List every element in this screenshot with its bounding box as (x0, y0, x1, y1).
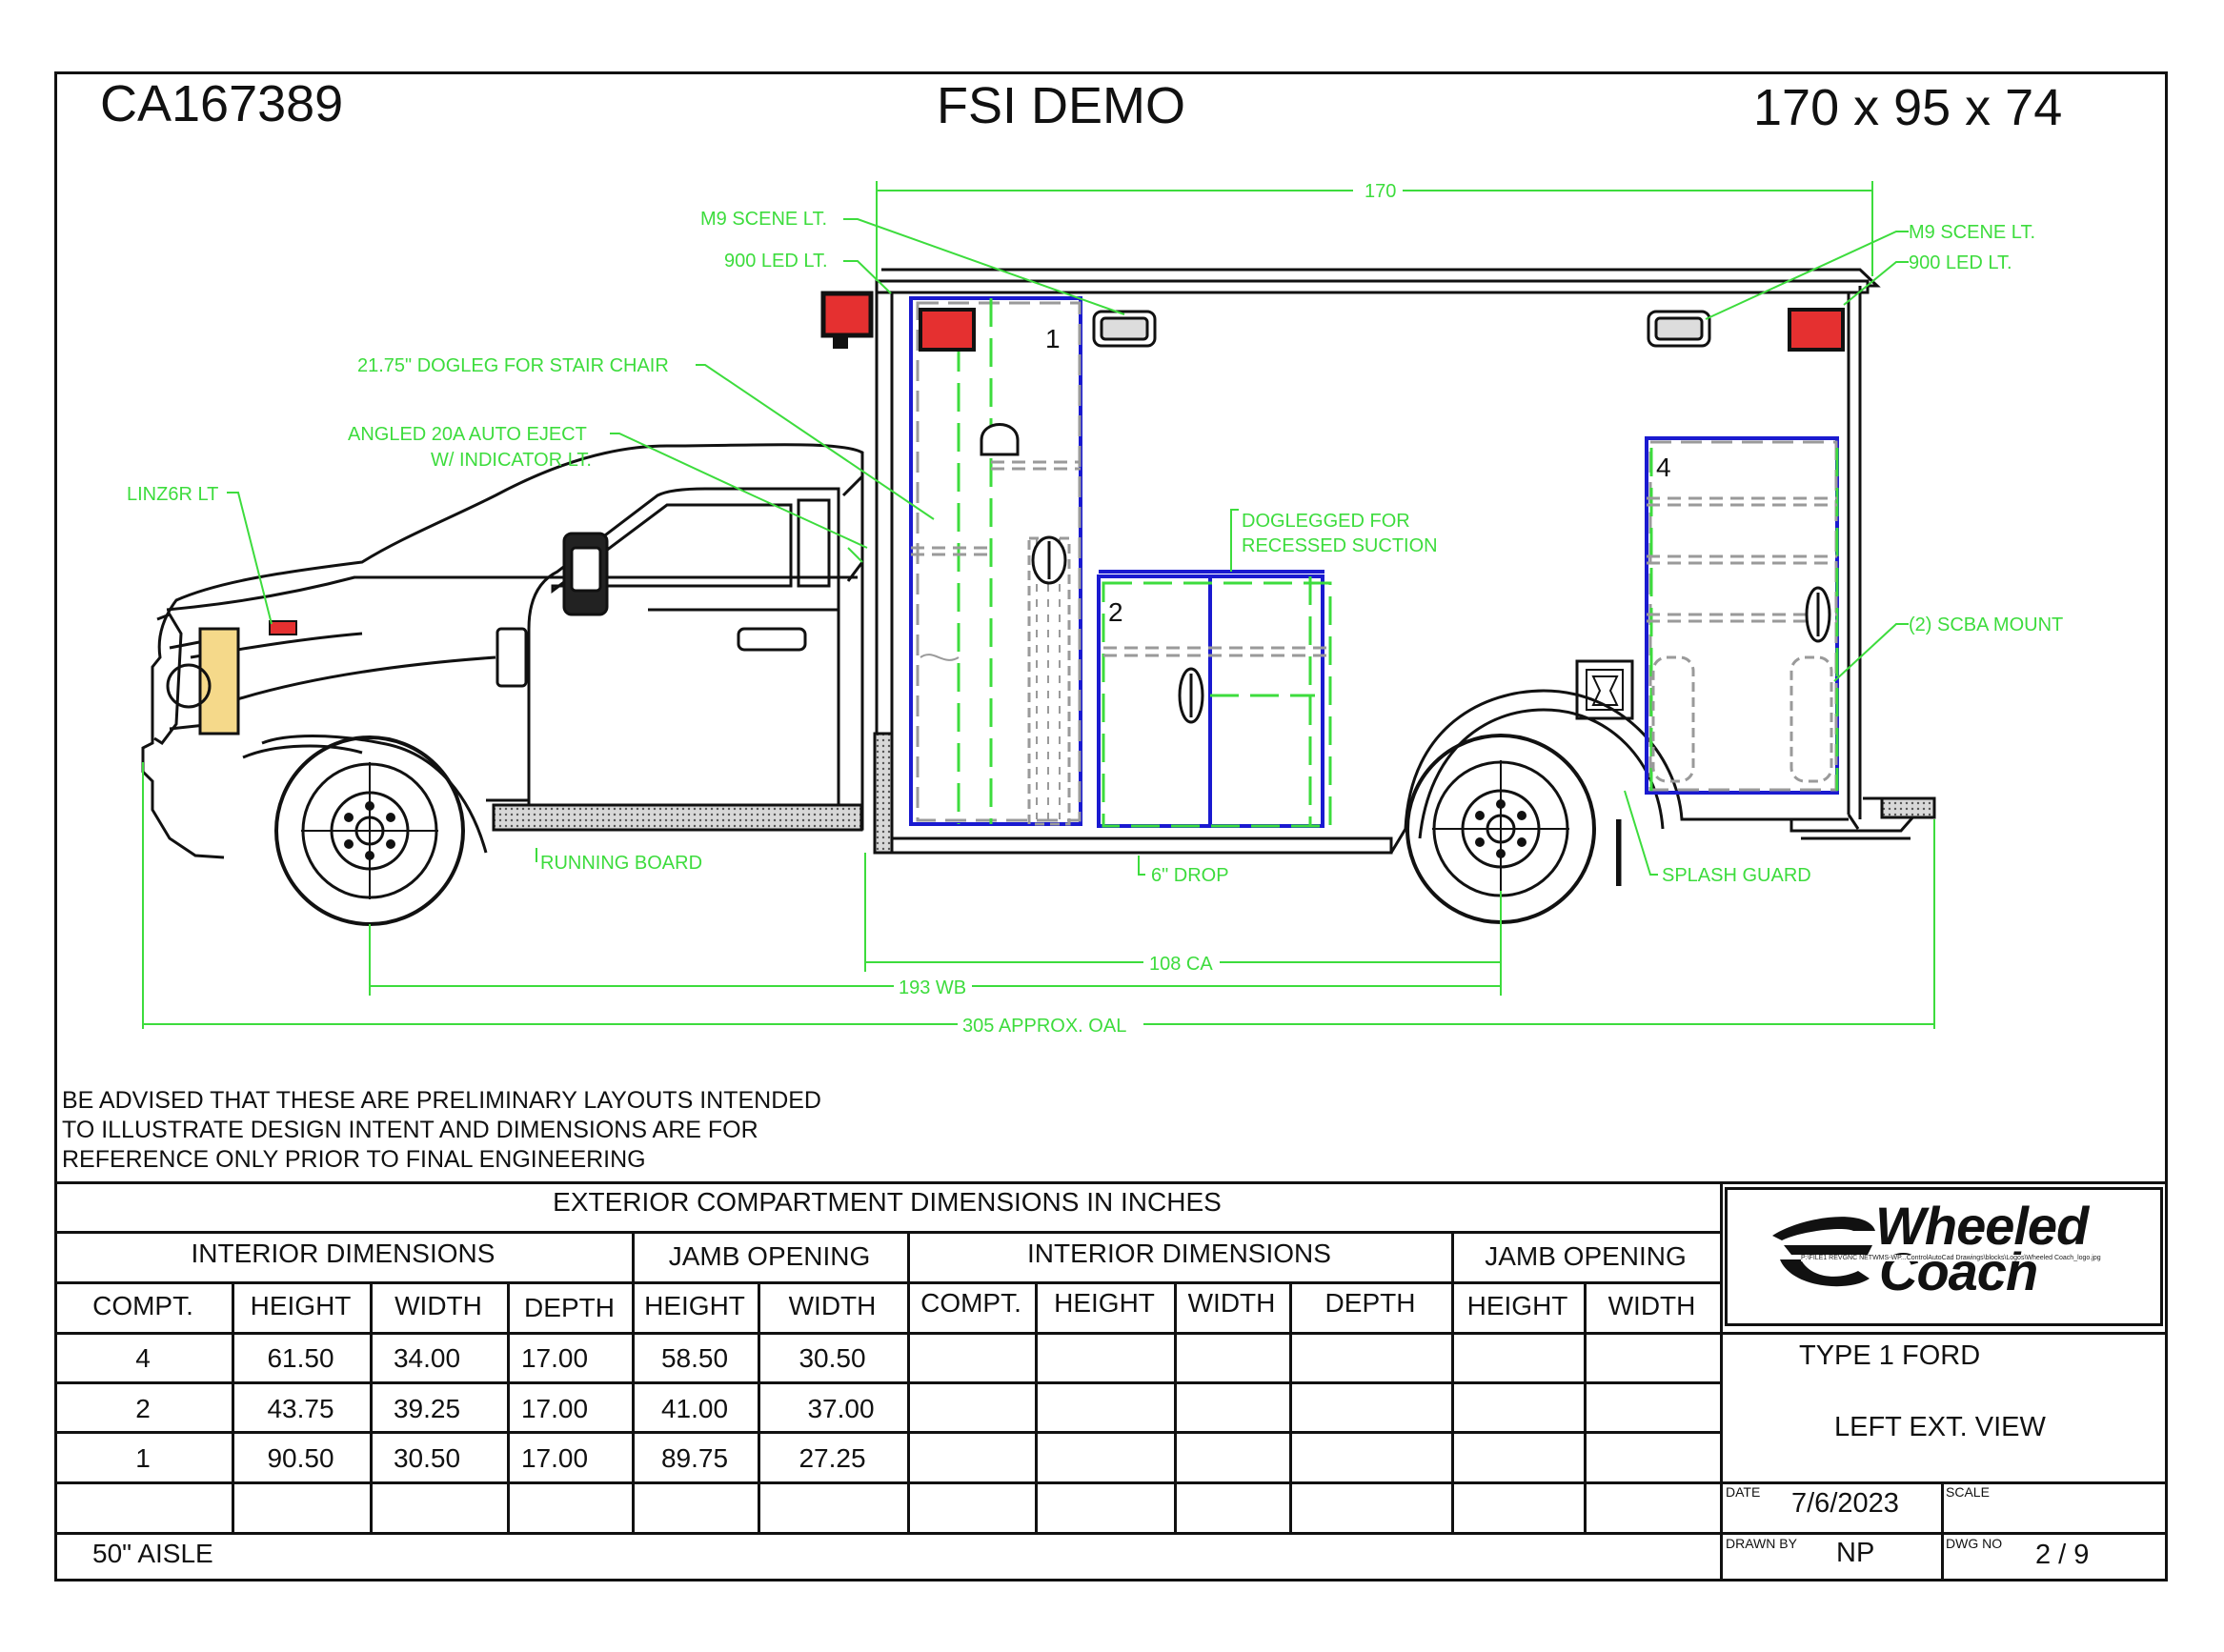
compartment-1-door (909, 296, 1082, 826)
company-logo: Wheeled Coach P:\FILE1 REVGNC NETWMS-WP.… (1763, 1196, 2153, 1307)
label-6-drop: 6" DROP (1151, 865, 1229, 886)
dim-oal: 305 APPROX. OAL (962, 1016, 1126, 1037)
cab-roof-light (820, 291, 874, 349)
dim-wb: 193 WB (899, 977, 966, 998)
col-header: DEPTH (524, 1293, 615, 1322)
label-scba-mount: (2) SCBA MOUNT (1909, 614, 2063, 635)
group-right-interior: INTERIOR DIMENSIONS (1027, 1239, 1331, 1268)
label-splash-guard: SPLASH GUARD (1662, 865, 1811, 886)
drawing-border (54, 71, 2168, 1581)
compartment-4-door (1645, 436, 1839, 795)
scene-light-front (1092, 310, 1157, 348)
table-cell: 41.00 (660, 1394, 729, 1423)
table-cell: 90.50 (267, 1443, 334, 1473)
group-left-jamb: JAMB OPENING (668, 1241, 871, 1271)
col-header: WIDTH (1187, 1288, 1276, 1318)
label-m9-scene-right: M9 SCENE LT. (1909, 222, 2035, 243)
col-header: HEIGHT (250, 1291, 352, 1320)
logo-wordmark-line1: Wheeled (1875, 1196, 2089, 1256)
col-header: COMPT. (920, 1288, 1021, 1318)
table-cell: 58.50 (660, 1343, 729, 1373)
scale-label: SCALE (1946, 1484, 1990, 1500)
table-cell: 39.25 (393, 1394, 461, 1423)
col-header: WIDTH (394, 1291, 482, 1320)
col-header: HEIGHT (1466, 1291, 1568, 1320)
callout-leaders (227, 218, 1909, 876)
label-doglegged-1: DOGLEGGED FOR (1242, 511, 1410, 532)
group-left-interior: INTERIOR DIMENSIONS (191, 1239, 495, 1268)
logo-mark-icon (1772, 1217, 1875, 1287)
compartment-2-door (1097, 570, 1332, 828)
disclaimer-line-2: TO ILLUSTRATE DESIGN INTENT AND DIMENSIO… (62, 1117, 758, 1143)
table-cell: 17.00 (520, 1443, 589, 1473)
date-value: 7/6/2023 (1791, 1488, 1899, 1519)
running-board (492, 803, 863, 832)
label-900-led-left: 900 LED LT. (724, 251, 828, 272)
drawn-by-value: NP (1836, 1538, 1875, 1568)
table-cell: 43.75 (267, 1394, 334, 1423)
dimension-lines (142, 181, 1935, 1029)
label-auto-eject-2: W/ INDICATOR LT. (431, 450, 592, 471)
col-header: WIDTH (788, 1291, 877, 1320)
compartment-4-number: 4 (1656, 453, 1671, 482)
disclaimer-line-3: REFERENCE ONLY PRIOR TO FINAL ENGINEERIN… (62, 1146, 646, 1173)
label-dogleg-stair: 21.75" DOGLEG FOR STAIR CHAIR (357, 355, 669, 376)
dwg-no-label: DWG NO (1946, 1536, 2003, 1551)
col-header: DEPTH (1324, 1288, 1416, 1318)
dim-body-length: 170 (1365, 181, 1396, 202)
compartment-2-number: 2 (1108, 597, 1123, 627)
job-number: CA167389 (100, 75, 344, 132)
date-label: DATE (1726, 1484, 1761, 1500)
aisle-note: 50" AISLE (92, 1539, 213, 1568)
warning-light-front-body (919, 308, 976, 352)
col-header: HEIGHT (644, 1291, 745, 1320)
linz6r-light (269, 620, 297, 635)
label-900-led-right: 900 LED LT. (1909, 252, 2012, 273)
table-cell: 34.00 (393, 1343, 461, 1373)
warning-light-rear-body (1788, 308, 1845, 352)
table-cell: 30.50 (799, 1343, 866, 1373)
table-cell: 17.00 (520, 1343, 589, 1373)
table-cell: 1 (135, 1443, 151, 1473)
table-cell: 27.25 (799, 1443, 866, 1473)
drawn-by-label: DRAWN BY (1726, 1536, 1797, 1551)
table-cell: 17.00 (520, 1394, 589, 1423)
table-cell: 2 (135, 1394, 151, 1423)
body-size: 170 x 95 x 74 (1753, 79, 2063, 136)
module-body (873, 268, 1936, 886)
customer-name: FSI DEMO (937, 77, 1186, 134)
group-right-jamb: JAMB OPENING (1485, 1241, 1687, 1271)
truck-cab (141, 443, 864, 859)
table-title: EXTERIOR COMPARTMENT DIMENSIONS IN INCHE… (553, 1187, 1222, 1217)
vehicle-type: TYPE 1 FORD (1799, 1340, 1981, 1371)
table-cell: 30.50 (393, 1443, 461, 1473)
scene-light-rear (1647, 310, 1711, 348)
col-header: COMPT. (92, 1291, 193, 1320)
disclaimer-notes: BE ADVISED THAT THESE ARE PRELIMINARY LA… (62, 1086, 821, 1175)
table-cell: 61.50 (267, 1343, 334, 1373)
compartment-1-number: 1 (1045, 324, 1061, 353)
disclaimer-line-1: BE ADVISED THAT THESE ARE PRELIMINARY LA… (62, 1087, 821, 1114)
dwg-no-value: 2 / 9 (2035, 1540, 2090, 1570)
table-cell: 37.00 (807, 1394, 875, 1423)
label-linz6r: LINZ6R LT (127, 484, 218, 505)
table-cell: 89.75 (660, 1443, 729, 1473)
view-name: LEFT EXT. VIEW (1834, 1412, 2046, 1442)
label-auto-eject-1: ANGLED 20A AUTO EJECT (348, 424, 587, 445)
col-header: WIDTH (1607, 1291, 1696, 1320)
label-m9-scene-left: M9 SCENE LT. (700, 209, 827, 230)
table-cell: 4 (135, 1343, 151, 1373)
label-doglegged-2: RECESSED SUCTION (1242, 535, 1438, 556)
front-wheel (274, 735, 465, 926)
dim-ca: 108 CA (1149, 954, 1213, 975)
logo-file-path: P:\FILE1 REVGNC NETWMS-WP...ControlAutoC… (1801, 1255, 2101, 1261)
label-running-board: RUNNING BOARD (540, 853, 702, 874)
logo-wordmark-line2: Coach (1879, 1241, 2038, 1301)
col-header: HEIGHT (1054, 1288, 1155, 1318)
